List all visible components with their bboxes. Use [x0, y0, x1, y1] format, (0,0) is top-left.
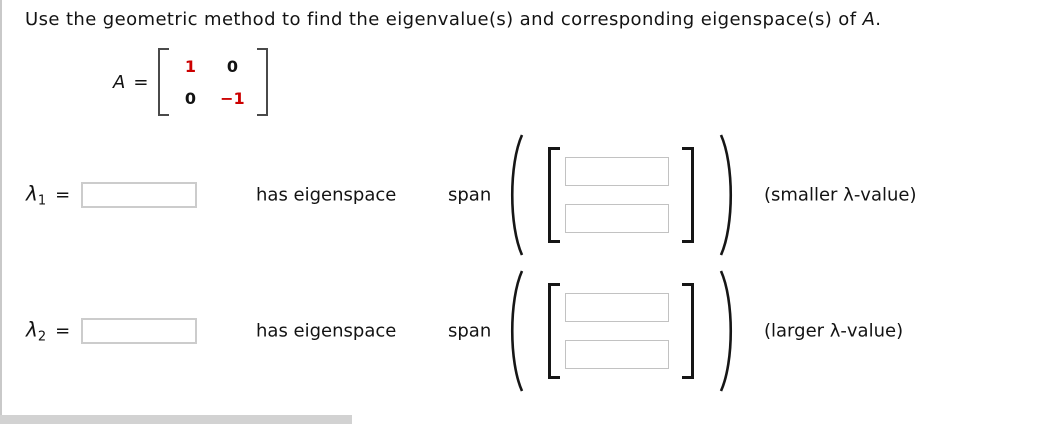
matrix-entries: 1 0 0 −1 [169, 51, 257, 114]
span-label: span [448, 184, 492, 206]
equals-sign: = [55, 320, 71, 342]
vector-left-bracket [548, 147, 560, 243]
right-paren [719, 134, 733, 256]
vector-right-bracket [682, 283, 694, 379]
has-eigenspace-label: has eigenspace [256, 184, 397, 206]
matrix-cell-r1c2: 0 [226, 56, 238, 76]
left-paren [510, 134, 524, 256]
right-paren [719, 270, 733, 392]
span-label: span [448, 320, 492, 342]
question-text-period: . [875, 9, 882, 30]
eigenvector2-inputs [565, 293, 669, 369]
lambda-symbol: λ [26, 181, 38, 206]
left-paren [510, 270, 524, 392]
matrix-label: A [113, 71, 126, 93]
panel-left-border [0, 0, 2, 424]
matrix-left-bracket [158, 48, 170, 116]
smaller-lambda-note: (smaller λ-value) [764, 184, 917, 206]
matrix-variable-name: A [862, 9, 876, 30]
lambda2-label: λ2 = [26, 318, 70, 345]
eigenvalue2-input[interactable] [81, 318, 197, 344]
matrix-cell-r2c1: 0 [184, 88, 196, 108]
eigenvector2-component1-input[interactable] [565, 293, 669, 322]
equals-sign: = [55, 184, 71, 206]
lambda-symbol: λ [26, 317, 38, 342]
eigenvector2-component2-input[interactable] [565, 340, 669, 369]
matrix-cell-r1c1: 1 [184, 56, 196, 76]
matrix-cell-r2c2: −1 [220, 88, 245, 108]
question-text: Use the geometric method to find the eig… [25, 9, 881, 30]
vector-left-bracket [548, 283, 560, 379]
horizontal-scrollbar-thumb[interactable] [0, 415, 352, 424]
matrix-definition: A = 1 0 0 −1 [113, 48, 269, 116]
has-eigenspace-label: has eigenspace [256, 320, 397, 342]
question-text-body: Use the geometric method to find the eig… [25, 9, 863, 30]
eigenvalue1-input[interactable] [81, 182, 197, 208]
answer-row-lambda1: λ1 = has eigenspace span (smaller λ-value… [0, 132, 1042, 258]
lambda1-label: λ1 = [26, 182, 70, 209]
eigenvector1-component1-input[interactable] [565, 157, 669, 186]
eigenvector1-component2-input[interactable] [565, 204, 669, 233]
lambda-subscript: 2 [37, 329, 47, 345]
lambda-subscript: 1 [37, 193, 47, 209]
answer-row-lambda2: λ2 = has eigenspace span (larger λ-value) [0, 268, 1042, 394]
vector-right-bracket [682, 147, 694, 243]
eigenvector1-inputs [565, 157, 669, 233]
matrix-equals-sign: = [133, 71, 149, 93]
larger-lambda-note: (larger λ-value) [764, 320, 904, 342]
matrix-right-bracket [257, 48, 269, 116]
